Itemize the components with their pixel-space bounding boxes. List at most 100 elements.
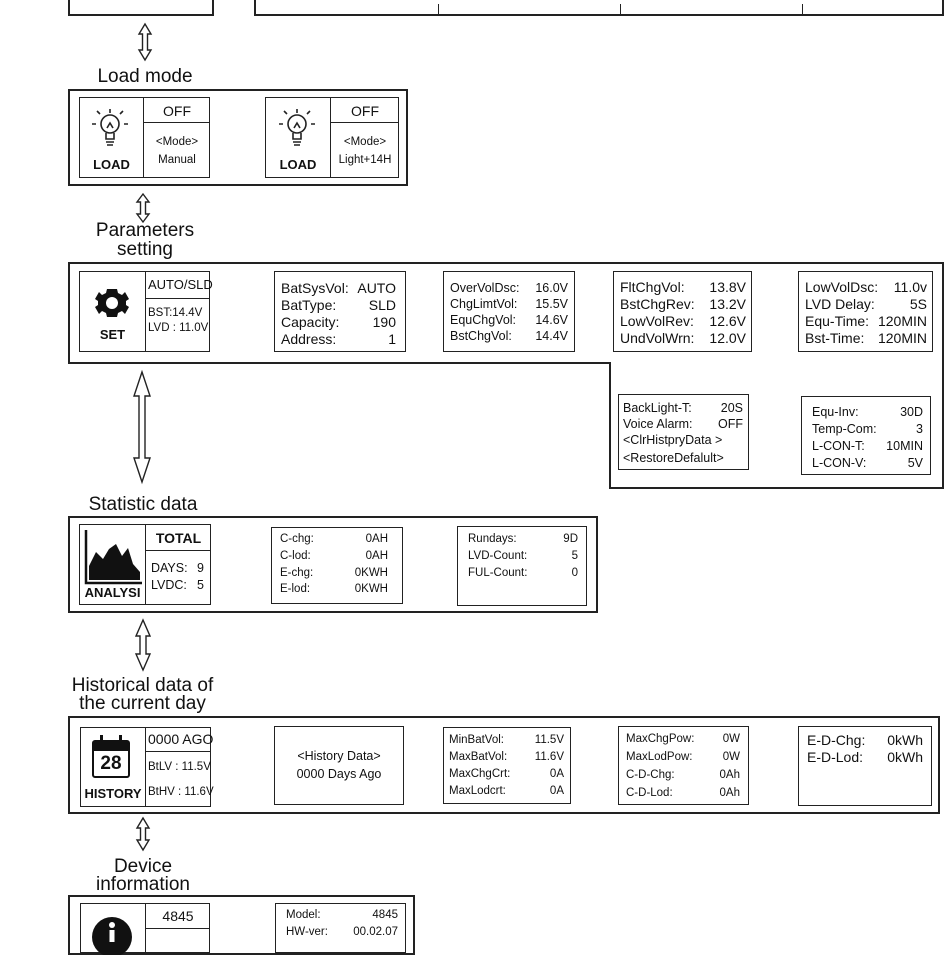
analysis-total: TOTAL (155, 530, 202, 546)
stat-row: C-chg:0AH (280, 533, 388, 545)
analysis-lvdc: LVDC:5 (151, 578, 204, 592)
set-mode: AUTO/SLD (148, 277, 213, 292)
hist-title-line2: the current day (79, 693, 206, 714)
param-row: LowVolRev:12.6V (620, 313, 746, 329)
set-icon-label: SET (99, 327, 126, 342)
load-mode-label: <Mode> (155, 136, 199, 148)
v-arrow-top (137, 22, 153, 62)
param-row: Temp-Com:3 (812, 422, 923, 436)
hist-row: MaxBatVol:11.6V (449, 751, 564, 763)
history-bthv: BtHV : 11.6V (148, 786, 214, 798)
v-arrow-stat (134, 618, 152, 672)
analysis-days: DAYS:9 (151, 561, 204, 575)
load-state: OFF (163, 103, 191, 119)
set-lvd: LVD : 11.0V (148, 322, 209, 334)
device-row: HW-ver:00.02.07 (286, 926, 398, 938)
history-days-ago: 0000 AGO (148, 731, 214, 747)
param-row: Voice Alarm:OFF (623, 417, 743, 431)
param-row: BatSysVol:AUTO (281, 280, 396, 296)
load-mode-title: Load mode (97, 66, 193, 87)
hist-box-battery (443, 727, 571, 804)
load-mode-label: <Mode> (343, 136, 387, 148)
device-title-line2: information (96, 874, 190, 895)
device-model-top: 4845 (162, 908, 194, 924)
param-row: LowVolDsc:11.0v (805, 279, 927, 295)
top-frame-left-partial (68, 0, 214, 16)
hist-row: E-D-Chg:0kWh (807, 732, 923, 748)
hist-box-select (274, 726, 404, 805)
stat-row: FUL-Count:0 (468, 567, 578, 579)
param-box-voltage-1 (443, 271, 575, 352)
stat-row: Rundays:9D (468, 533, 578, 545)
analysis-icon-label: ANALYSI (84, 585, 141, 600)
load-panel-manual (79, 97, 210, 178)
hist-row: E-D-Lod:0kWh (807, 749, 923, 765)
history-days-label: 0000 Days Ago (296, 767, 382, 781)
param-row: L-CON-T:10MIN (812, 439, 923, 453)
load-icon-label: LOAD (93, 157, 130, 172)
calendar-day: 28 (100, 753, 122, 774)
params-title-line2: setting (117, 239, 173, 260)
param-row: Bst-Time:120MIN (805, 330, 927, 346)
load-mode-value: Manual (158, 154, 196, 166)
load-mode-value: Light+14H (338, 154, 392, 166)
param-row: LVD Delay:5S (805, 296, 927, 312)
param-row: Equ-Time:120MIN (805, 313, 927, 329)
restore-default-option: <RestoreDefalult> (623, 451, 724, 465)
set-bst: BST:14.4V (148, 307, 203, 319)
history-data-label: <History Data> (297, 749, 381, 763)
stat-row: E-lod:0KWH (280, 583, 388, 595)
param-box-timing (798, 271, 933, 352)
param-row: L-CON-V:5V (812, 456, 923, 470)
hist-title-line1: Historical data of (71, 675, 214, 696)
param-row: BstChgRev:13.2V (620, 296, 746, 312)
hist-box-power (618, 726, 749, 805)
stat-title: Statistic data (88, 494, 198, 515)
device-title-line1: Device (113, 856, 173, 877)
clear-history-option: <ClrHistpryData > (623, 433, 723, 447)
param-box-voltage-2 (613, 271, 752, 352)
stat-box-counts (457, 526, 587, 606)
param-row: Capacity:190 (281, 314, 396, 330)
hist-row: MaxLodPow:0W (626, 751, 740, 763)
history-icon-label: HISTORY (84, 786, 142, 801)
param-box-system (618, 394, 749, 470)
hist-row: MinBatVol:11.5V (449, 734, 564, 746)
v-arrow-hist (135, 816, 151, 852)
param-box-equalize (801, 396, 931, 475)
history-btlv: BtLV : 11.5V (148, 761, 211, 773)
param-box-battery (274, 271, 406, 352)
hist-row: MaxChgPow:0W (626, 733, 740, 745)
hist-box-energy (798, 726, 932, 806)
param-row: EquChgVol:14.6V (450, 313, 568, 327)
hist-row: MaxLodcrt:0A (449, 785, 564, 797)
param-row: BstChgVol:14.4V (450, 329, 568, 343)
params-title-line1: Parameters (95, 220, 195, 241)
stat-row: C-lod:0AH (280, 550, 388, 562)
param-row: OverVolDsc:16.0V (450, 281, 568, 295)
v-arrow-load (135, 192, 151, 224)
param-row: BackLight-T:20S (623, 401, 743, 415)
param-row: UndVolWrn:12.0V (620, 330, 746, 346)
stat-row: LVD-Count:5 (468, 550, 578, 562)
load-panel-light14h (265, 97, 399, 178)
stat-box-energy (271, 527, 403, 604)
device-row: Model:4845 (286, 909, 398, 921)
param-row: FltChgVol:13.8V (620, 279, 746, 295)
load-icon-label: LOAD (279, 157, 317, 172)
param-row: Address:1 (281, 331, 396, 347)
hist-row: MaxChgCrt:0A (449, 768, 564, 780)
v-arrow-set (133, 369, 151, 485)
param-row: Equ-Inv:30D (812, 405, 923, 419)
hist-row: C-D-Lod:0Ah (626, 787, 740, 799)
param-row: BatType:SLD (281, 297, 396, 313)
top-frame-right-partial (254, 0, 944, 16)
param-row: ChgLimtVol:15.5V (450, 297, 568, 311)
hist-row: C-D-Chg:0Ah (626, 769, 740, 781)
